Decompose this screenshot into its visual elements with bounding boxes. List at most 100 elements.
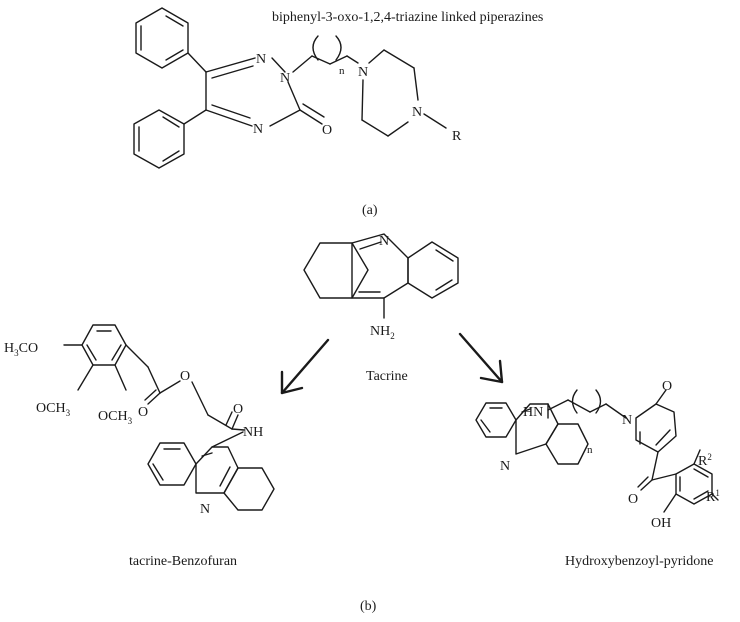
tacrine-double-4 [435, 279, 453, 291]
ring-to-oh [663, 493, 677, 513]
pyridone-double [655, 429, 671, 446]
hydroxybenzoyl-pyridone-structure: N HN n N O O [475, 379, 720, 569]
lower-phenyl-double-1 [162, 116, 180, 128]
pyridone-o: O [662, 379, 672, 394]
ketone-c-o-double [637, 476, 649, 488]
hbp-hn: HN [523, 405, 543, 420]
hbp-linker-4 [605, 403, 627, 419]
lower-phenyl-ring [133, 109, 185, 169]
hbp-linker-bracket-left [571, 389, 578, 414]
arrow-left-shaft [280, 338, 330, 395]
ester-carbon-bond [147, 366, 161, 394]
triazine-n1-n2 [271, 57, 286, 73]
panel-a-title: biphenyl-3-oxo-1,2,4-triazine linked pip… [272, 10, 543, 25]
ester-o: O [180, 369, 190, 384]
piperazine-bond-5 [361, 119, 389, 137]
triazine-c3-o [299, 109, 323, 125]
ch2-amide-bond [207, 414, 233, 430]
panel-a: biphenyl-3-oxo-1,2,4-triazine linked pip… [133, 7, 543, 218]
benzofuran-ring-n: N [200, 502, 210, 517]
ring-to-r2 [693, 449, 701, 465]
hbp-n-subscript: n [587, 444, 593, 456]
phenyl-to-triazine-bond-2 [183, 109, 207, 125]
amide-nh: NH [243, 425, 263, 440]
upper-phenyl-double-2 [165, 49, 184, 61]
hbp-cyclohexane-ring [545, 423, 589, 465]
panel-a-label: (a) [362, 203, 378, 218]
piperazine-bond-6 [361, 79, 364, 121]
dimethoxy-double-2 [111, 344, 122, 361]
lower-phenyl-double-2 [162, 150, 180, 162]
piperazine-n4: N [412, 105, 422, 120]
hydroxybenzoyl-pyridone-name: Hydroxybenzoyl-pyridone [565, 554, 714, 569]
hbp-ring-n: N [500, 459, 510, 474]
ch2-bond [125, 344, 149, 368]
tacrine-name: Tacrine [366, 369, 408, 384]
hbp-benzo-ring [475, 402, 517, 438]
triazine-n4-c3 [269, 109, 301, 127]
amide-carbonyl-double [225, 411, 233, 426]
linker-bond-4 [346, 55, 359, 64]
piperazine-bond-2 [383, 49, 415, 69]
pyridone-n: N [622, 413, 632, 428]
pyridone-c-o [655, 389, 667, 405]
triazine-c6-n1-double [211, 65, 254, 79]
tacrine-amine: NH2 [370, 324, 395, 341]
benzofuran-pyridine-double [201, 452, 213, 457]
linker-bond-2 [311, 55, 331, 65]
tacrine-cyclohexane-ring [303, 242, 369, 299]
piperazine-ring: N N R [358, 49, 462, 144]
ketone-o: O [628, 492, 638, 507]
hydroxyphenyl-double-1 [693, 468, 709, 478]
reaction-arrows [280, 332, 504, 395]
hbp-linker-1 [547, 399, 569, 411]
upper-phenyl-double-1 [165, 15, 184, 27]
och3-group-1: OCH3 [36, 401, 71, 418]
ester-c-o-bond [159, 380, 181, 394]
hbp-pyridine-double [521, 408, 531, 413]
tacrine-benzofuran-structure: H3CO OCH3 OCH3 O O O NH [4, 324, 275, 569]
ring-to-och3-2 [114, 364, 127, 391]
nh-to-acridine [211, 431, 244, 448]
oxy-ch2-bond [191, 381, 209, 416]
upper-phenyl-ring [135, 7, 189, 69]
ester-carbonyl-bond [147, 392, 161, 405]
amide-carbonyl-o: O [233, 402, 243, 417]
triazine-n4: N [253, 122, 263, 137]
r2-substituent: R2 [698, 452, 712, 469]
ring-to-r1 [711, 493, 719, 501]
triazine-c3-o-double [302, 103, 325, 118]
tacrine-ring-n: N [379, 234, 389, 249]
ring-to-och3-1 [77, 364, 94, 391]
triazine-c6-n1 [205, 57, 256, 73]
linker-bracket-left [312, 35, 319, 61]
panel-b-label: (b) [360, 599, 377, 614]
phenyl-to-triazine-bond-1 [187, 52, 207, 73]
r-substituent: R [452, 129, 462, 144]
lower-phenyl-hexagon [133, 109, 185, 169]
tacrine-structure: N NH2 Tacrine [303, 233, 459, 384]
hbp-linker-2 [567, 399, 591, 413]
hbp-linker-bracket-right [595, 389, 602, 414]
tacrine-benzene-ring [407, 241, 459, 299]
oh-group: OH [651, 516, 671, 531]
h3co-group: H3CO [4, 341, 38, 358]
benzofuran-pyridine-ring [195, 446, 239, 494]
piperazine-bond-3 [413, 67, 419, 101]
alkyl-linker: n [292, 35, 359, 77]
piperazine-bond-4 [387, 121, 409, 137]
hbp-linker-3 [589, 403, 607, 413]
benzofuran-benzo-ring [147, 442, 197, 486]
triazine-c5-n4 [205, 109, 253, 127]
arrow-right-shaft [458, 332, 504, 384]
carbonyl-o: O [322, 123, 332, 138]
triazine-n1: N [256, 52, 266, 67]
triazine-ring: N N N O [183, 52, 332, 138]
hbp-benzo-double-2 [480, 419, 491, 433]
arrow-right-head [479, 359, 504, 384]
hydroxyphenyl-double-2 [693, 490, 709, 500]
amide-n-bond [231, 428, 245, 431]
benzofuran-pyridine-double-2 [219, 466, 231, 487]
linker-n-subscript: n [339, 65, 345, 77]
